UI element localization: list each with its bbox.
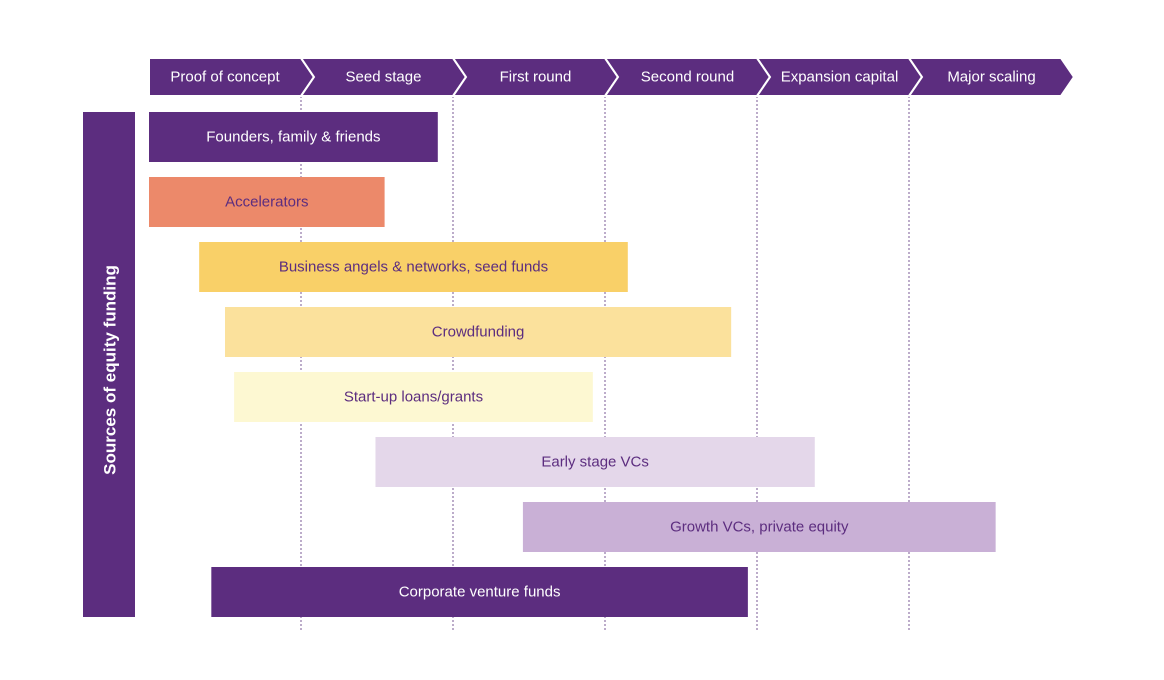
stage-label: First round	[500, 69, 572, 86]
crowdfunding-bar	[225, 307, 732, 357]
corporate-venture-funds-bar	[211, 567, 748, 617]
growth-vcs-bar-label: Growth VCs, private equity	[670, 519, 849, 536]
funding-source-bars: Founders, family & friendsAcceleratorsBu…	[149, 112, 996, 617]
early-stage-vcs-bar	[375, 437, 815, 487]
side-panel: Sources of equity funding	[83, 112, 135, 617]
stage-label: Seed stage	[346, 69, 422, 86]
accelerators-bar	[149, 177, 385, 227]
stage-chevron	[907, 57, 1076, 97]
founders-family-friends-bar-label: Founders, family & friends	[206, 129, 380, 146]
side-label: Sources of equity funding	[101, 265, 120, 475]
business-angels-bar-label: Business angels & networks, seed funds	[279, 259, 548, 276]
accelerators-bar-label: Accelerators	[225, 194, 308, 211]
founders-family-friends-bar	[149, 112, 438, 162]
stage-label: Expansion capital	[781, 69, 899, 86]
growth-vcs-bar	[522, 502, 996, 552]
stage-label: Major scaling	[947, 69, 1035, 86]
early-stage-vcs-bar-label: Early stage VCs	[541, 454, 649, 471]
startup-loans-grants-bar-label: Start-up loans/grants	[344, 389, 483, 406]
business-angels-bar	[199, 242, 628, 292]
side-label-panel	[83, 112, 135, 617]
stage-label: Proof of concept	[170, 69, 280, 86]
stage-label: Second round	[641, 69, 734, 86]
startup-loans-grants-bar	[234, 372, 593, 422]
crowdfunding-bar-label: Crowdfunding	[432, 324, 525, 341]
stage-header: Proof of concept Seed stage First round Sec…	[148, 57, 1076, 97]
corporate-venture-funds-bar-label: Corporate venture funds	[399, 584, 561, 601]
